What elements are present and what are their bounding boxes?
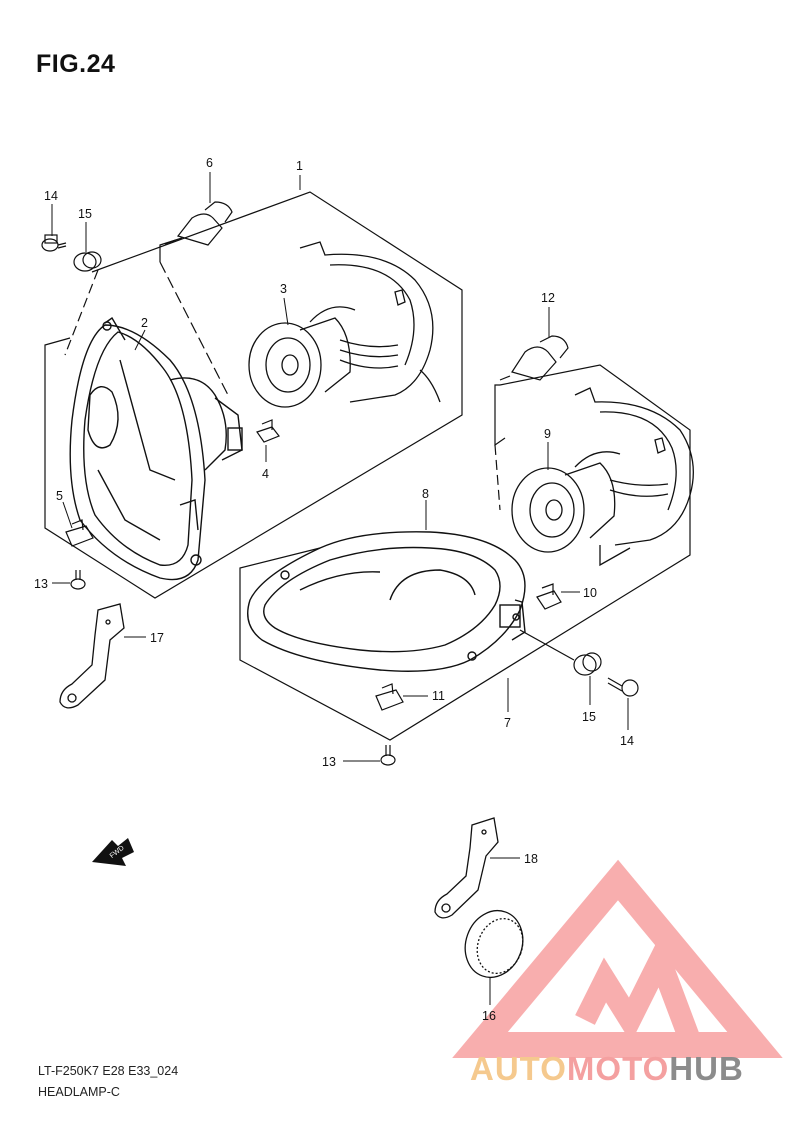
callout-4: 4: [262, 467, 269, 481]
callout-5: 5: [56, 489, 63, 503]
bulb-socket-9: [511, 387, 694, 567]
fwd-direction-arrow: FWD: [92, 838, 134, 866]
bulb-socket-3: [248, 241, 441, 408]
clip-nut-4: [256, 419, 280, 443]
callout-10: 10: [583, 586, 597, 600]
callout-12: 12: [541, 291, 555, 305]
watermark-moto: MOTO: [567, 1050, 669, 1087]
callout-15-upper: 15: [78, 207, 92, 221]
figure-code: LT-F250K7 E28 E33_024: [38, 1064, 179, 1078]
callout-2: 2: [141, 316, 148, 330]
headlamp-7-assembly-box: [239, 364, 691, 741]
figure-title: FIG.24: [36, 50, 116, 78]
callout-11: 11: [432, 689, 445, 703]
bulb-12: [499, 335, 569, 381]
callout-8: 8: [422, 487, 429, 501]
bracket-17: [59, 603, 125, 709]
watermark-logo: [452, 859, 783, 1058]
callout-9: 9: [544, 427, 551, 441]
callout-13-upper: 13: [34, 577, 48, 591]
figure-name: HEADLAMP-C: [38, 1085, 120, 1099]
headlamp-1-assembly-box: [44, 191, 463, 599]
watermark-auto: AUTO: [470, 1050, 567, 1087]
clip-nut-11: [375, 683, 404, 711]
bracket-18: [434, 817, 499, 919]
screw-13-upper: [70, 570, 86, 590]
callout-16: 16: [482, 1009, 496, 1023]
callout-6: 6: [206, 156, 213, 170]
callout-14-upper: 14: [44, 189, 58, 203]
callout-17: 17: [150, 631, 164, 645]
callout-15-lower: 15: [582, 710, 596, 724]
screw-14-lower: [607, 677, 639, 697]
callout-3: 3: [280, 282, 287, 296]
callout-labels: 1 2 3 4 5 6 7 8 9 10 11 12 13: [34, 156, 634, 1023]
clip-nut-5: [65, 519, 94, 547]
headlamp-housing-8: [247, 531, 526, 672]
screw-14-upper: [41, 234, 67, 252]
clip-nut-10: [536, 583, 562, 610]
grommet-15-upper: [73, 251, 102, 272]
callout-1: 1: [296, 159, 303, 173]
callout-14-lower: 14: [620, 734, 634, 748]
callout-13-lower: 13: [322, 755, 336, 769]
svg-text:AUTOMOTOHUB: AUTOMOTOHUB: [470, 1050, 744, 1087]
watermark-hub: HUB: [669, 1050, 744, 1087]
watermark-text: AUTOMOTOHUB: [470, 1050, 744, 1087]
callout-18: 18: [524, 852, 538, 866]
grommet-15-lower: [519, 629, 602, 676]
bulb-6: [164, 201, 233, 246]
screw-13-lower: [380, 745, 396, 766]
callout-7: 7: [504, 716, 511, 730]
headlamp-housing-2: [69, 316, 243, 581]
reflector-16: [464, 909, 524, 979]
